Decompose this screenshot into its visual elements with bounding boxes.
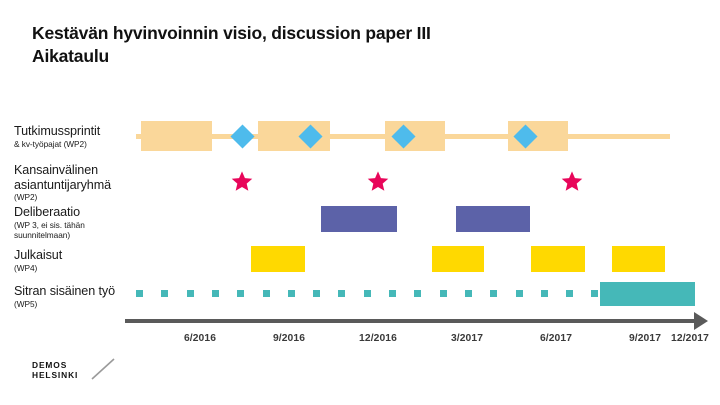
row-label-sitra-internal-work-sub: (WP5) [14,298,38,309]
row-label-international-expert-group-main-1: Kansainvälinen [14,163,99,177]
sitra-work-dot [237,290,245,297]
axis-tick-label: 6/2016 [183,333,217,344]
expert-group-star-icon [367,170,389,192]
sitra-work-dot [389,290,396,297]
row-label-deliberation-sub-2: suunnitelmaan) [14,229,71,240]
deliberation-block [456,206,530,232]
sitra-work-dot [439,290,447,297]
sitra-work-dot [262,290,270,297]
logo-line-2: HELSINKI [32,370,79,380]
sitra-work-dot [566,290,574,297]
row-label-sitra-internal-work-main: Sitran sisäinen työ [14,284,116,298]
axis-tick-label: 3/2017 [450,333,484,344]
sitra-work-dot [211,290,219,297]
sitra-work-dot [313,290,321,297]
row-label-deliberation: Deliberaatio (WP 3, ei sis. tähän suunni… [14,205,142,240]
sitra-work-dot [161,290,169,297]
sitra-work-dot [464,290,472,297]
sitra-work-dot [363,290,371,297]
workshop-diamond-icon [229,124,255,149]
expert-group-star-icon [231,170,253,192]
axis-tick-label: 12/2017 [671,333,709,344]
sitra-work-dot [414,290,422,297]
publication-block [251,246,305,272]
page-title: Kestävän hyvinvoinnin visio, discussion … [32,22,672,68]
sitra-work-dot [186,290,194,297]
publication-block [432,246,484,272]
timeline-axis-arrow-icon [694,312,708,330]
row-label-international-expert-group-main-2: asiantuntijaryhmä [14,177,112,192]
axis-tick-label: 9/2016 [272,333,306,344]
timeline-axis-line [125,319,703,323]
logo-slash-icon [91,358,115,380]
publication-block [531,246,585,272]
row-label-international-expert-group: Kansainvälinen asiantuntijaryhmä (WP2) [14,163,142,202]
logo-line-1: DEMOS [32,360,68,370]
row-label-research-sprints-main: Tutkimussprintit [14,124,101,138]
sitra-work-block [600,282,695,306]
axis-tick-label: 9/2017 [628,333,662,344]
row-label-publications-sub: (WP4) [14,262,38,273]
row-label-research-sprints: Tutkimussprintit & kv-työpajat (WP2) [14,124,142,149]
sitra-work-dot [591,290,599,297]
sitra-work-dot [515,290,523,297]
sitra-work-dot [287,290,295,297]
row-label-sitra-internal-work: Sitran sisäinen työ (WP5) [14,284,142,309]
row-label-deliberation-main: Deliberaatio [14,205,81,219]
row-label-publications: Julkaisut (WP4) [14,248,142,273]
axis-tick-label: 12/2016 [359,333,397,344]
sitra-work-dot [490,290,498,297]
row-label-publications-main: Julkaisut [14,248,63,262]
row-label-international-expert-group-sub: (WP2) [14,192,38,202]
demos-helsinki-logo: DEMOS HELSINKI [32,358,132,390]
axis-tick-label: 6/2017 [539,333,573,344]
sitra-work-dot [136,290,143,297]
title-line-1: Kestävän hyvinvoinnin visio, discussion … [32,23,431,43]
sitra-work-dot [540,290,548,297]
title-line-2: Aikataulu [32,46,109,66]
publication-block [612,246,665,272]
expert-group-star-icon [561,170,583,192]
row-label-deliberation-sub-1: (WP 3, ei sis. tähän [14,219,85,230]
deliberation-block [321,206,397,232]
sitra-work-dot [338,290,346,297]
row-label-research-sprints-sub: & kv-työpajat (WP2) [14,138,87,149]
research-sprint-block [141,121,212,151]
